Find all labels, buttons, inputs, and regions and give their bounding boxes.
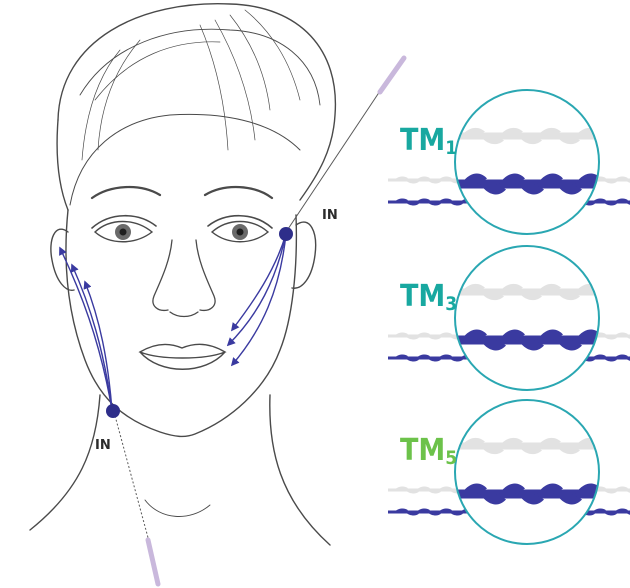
thread-panel-1: TM1 xyxy=(388,90,630,234)
thread-type-label: TM3 xyxy=(400,279,457,315)
thread-type-label: TM1 xyxy=(400,123,457,159)
needle-icon xyxy=(114,58,404,584)
thread-paths-left xyxy=(60,248,112,410)
face-contour xyxy=(66,210,296,436)
entry-label-right: IN xyxy=(322,208,338,223)
left-ear xyxy=(51,229,74,290)
neck-left xyxy=(30,395,100,530)
hair-outline xyxy=(58,4,335,200)
right-eye xyxy=(208,216,272,242)
thread-type-label: TM5 xyxy=(400,433,457,469)
right-eyebrow xyxy=(205,187,272,198)
entry-point-right xyxy=(279,227,293,241)
thread-panel-2: TM3 xyxy=(388,246,630,390)
neck-right xyxy=(270,395,330,545)
entry-label-left: IN xyxy=(95,438,111,453)
thread-panel-3: TM5 xyxy=(388,400,630,544)
thread-paths-right xyxy=(228,234,286,365)
left-eye xyxy=(92,216,156,242)
nose xyxy=(153,240,215,317)
entry-point-left xyxy=(106,404,120,418)
left-eyebrow xyxy=(92,187,160,198)
lips xyxy=(140,344,225,369)
